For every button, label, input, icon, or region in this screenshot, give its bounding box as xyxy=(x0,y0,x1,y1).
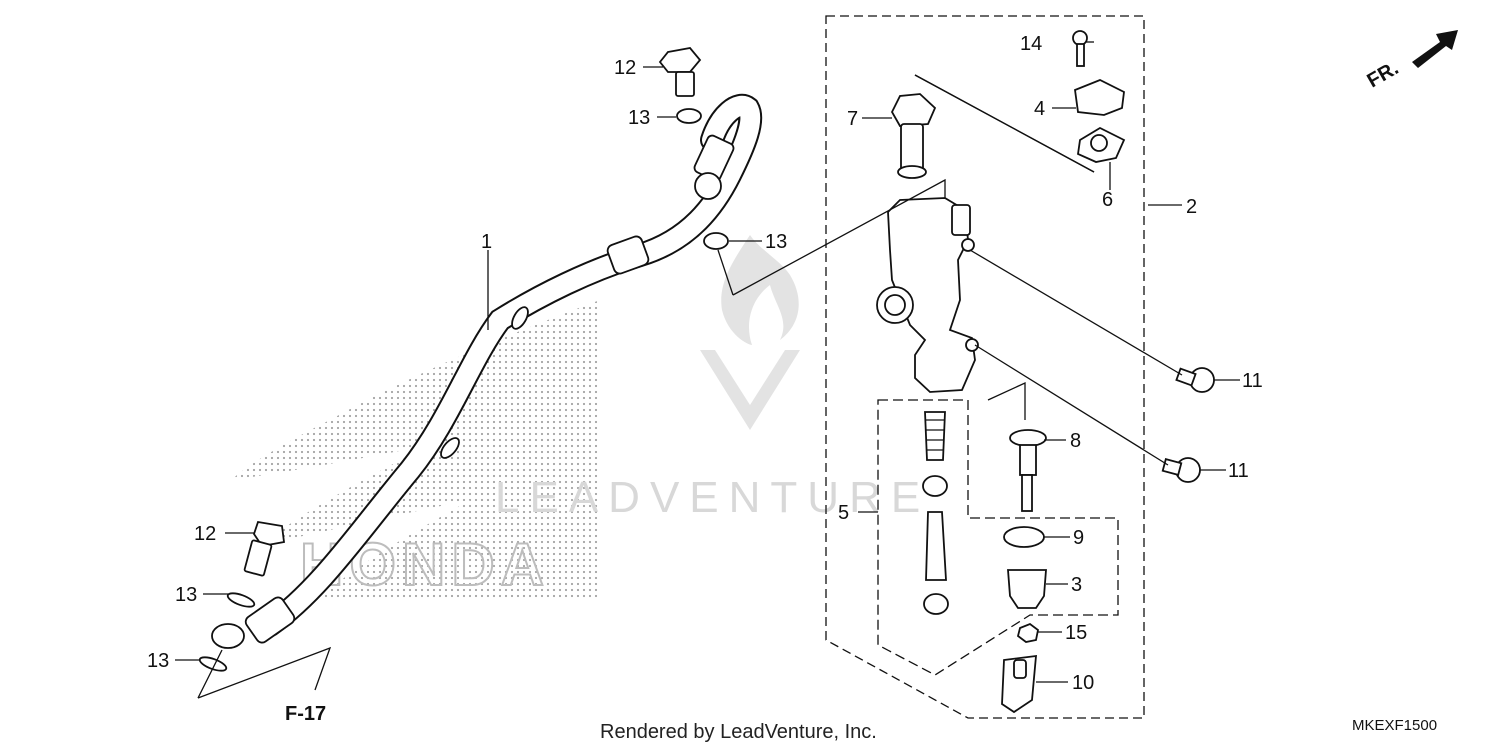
banjo-bolt-bottom xyxy=(243,520,285,577)
piston-kit-parts xyxy=(922,411,949,615)
label-part-12-top: 12 xyxy=(614,57,636,79)
part-labels: 12 13 13 1 7 4 14 6 2 11 11 8 9 3 15 10 … xyxy=(147,33,1263,694)
label-part-13-top: 13 xyxy=(628,107,650,129)
label-part-5: 5 xyxy=(838,502,849,524)
label-part-2: 2 xyxy=(1186,196,1197,218)
leadventure-watermark-text: LEADVENTURE xyxy=(495,473,930,522)
leader-lines xyxy=(175,41,1240,699)
sealing-washer-2 xyxy=(703,232,729,250)
master-cylinder-body xyxy=(876,197,979,393)
clevis xyxy=(1001,654,1037,714)
reservoir-cap xyxy=(1074,79,1125,116)
label-part-11-lower: 11 xyxy=(1228,460,1249,482)
sealing-washer-4 xyxy=(198,656,228,672)
mounting-bolt-2 xyxy=(1161,457,1201,483)
lock-nut xyxy=(1016,622,1039,643)
banjo-bolt-top xyxy=(658,47,702,97)
label-part-6: 6 xyxy=(1102,189,1113,211)
cap-screw xyxy=(1072,30,1088,67)
label-part-13-mid: 13 xyxy=(765,231,787,253)
label-part-3: 3 xyxy=(1071,574,1082,596)
label-part-13-bottom: 13 xyxy=(147,650,169,672)
label-part-9: 9 xyxy=(1073,527,1084,549)
label-part-4: 4 xyxy=(1034,98,1045,120)
reservoir-joint xyxy=(890,93,937,179)
circlip xyxy=(1003,526,1045,548)
piston-kit-outline xyxy=(877,399,1119,676)
reference-label-f17: F-17 xyxy=(285,703,326,725)
label-part-15: 15 xyxy=(1065,622,1087,644)
label-part-1: 1 xyxy=(481,231,492,253)
mounting-bolt-1 xyxy=(1175,367,1215,393)
master-cylinder-assembly-outline xyxy=(825,15,1145,719)
brake-hose xyxy=(211,94,763,649)
front-direction-arrow: FR. xyxy=(1364,30,1458,92)
render-credit: Rendered by LeadVenture, Inc. xyxy=(600,721,877,743)
sealing-washer-3 xyxy=(226,592,256,608)
sealing-washer-1 xyxy=(676,108,702,124)
label-part-13-lower: 13 xyxy=(175,584,197,606)
front-arrow-label: FR. xyxy=(1364,57,1403,92)
diagram-code: MKEXF1500 xyxy=(1352,717,1437,734)
leadventure-watermark: LEADVENTURE xyxy=(495,235,930,522)
push-rod xyxy=(1009,429,1047,512)
label-part-12-bottom: 12 xyxy=(194,523,216,545)
label-part-7: 7 xyxy=(847,108,858,130)
label-part-11-upper: 11 xyxy=(1242,370,1263,392)
push-rod-bracket xyxy=(987,381,1026,420)
push-rod-boot xyxy=(1007,569,1047,609)
label-part-10: 10 xyxy=(1072,672,1094,694)
label-part-14: 14 xyxy=(1020,33,1042,55)
label-part-8: 8 xyxy=(1070,430,1081,452)
